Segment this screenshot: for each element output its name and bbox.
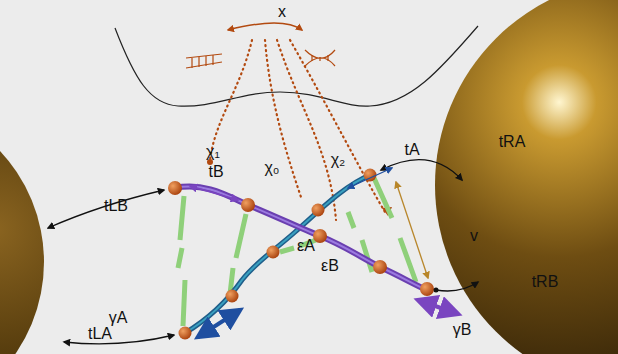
symbol-label: v <box>468 227 480 245</box>
symbol-label: χ₀ <box>262 159 281 177</box>
symbol-label: εA <box>295 237 317 255</box>
symbol-label: εB <box>319 257 341 275</box>
symbol-label: γB <box>451 321 474 339</box>
symbol-label: tB <box>206 163 225 181</box>
symbol-label: tRA <box>497 133 528 151</box>
symbol-label: tLB <box>102 197 130 215</box>
symbol-label: x <box>276 3 288 21</box>
symbol-label: tRB <box>530 273 561 291</box>
symbol-label: χ₂ <box>329 151 348 169</box>
symbol-label: χ₁ <box>204 143 222 161</box>
symbol-label: γA <box>107 309 130 327</box>
symbol-label: tA <box>402 141 421 159</box>
symbol-label: tLA <box>86 325 114 343</box>
